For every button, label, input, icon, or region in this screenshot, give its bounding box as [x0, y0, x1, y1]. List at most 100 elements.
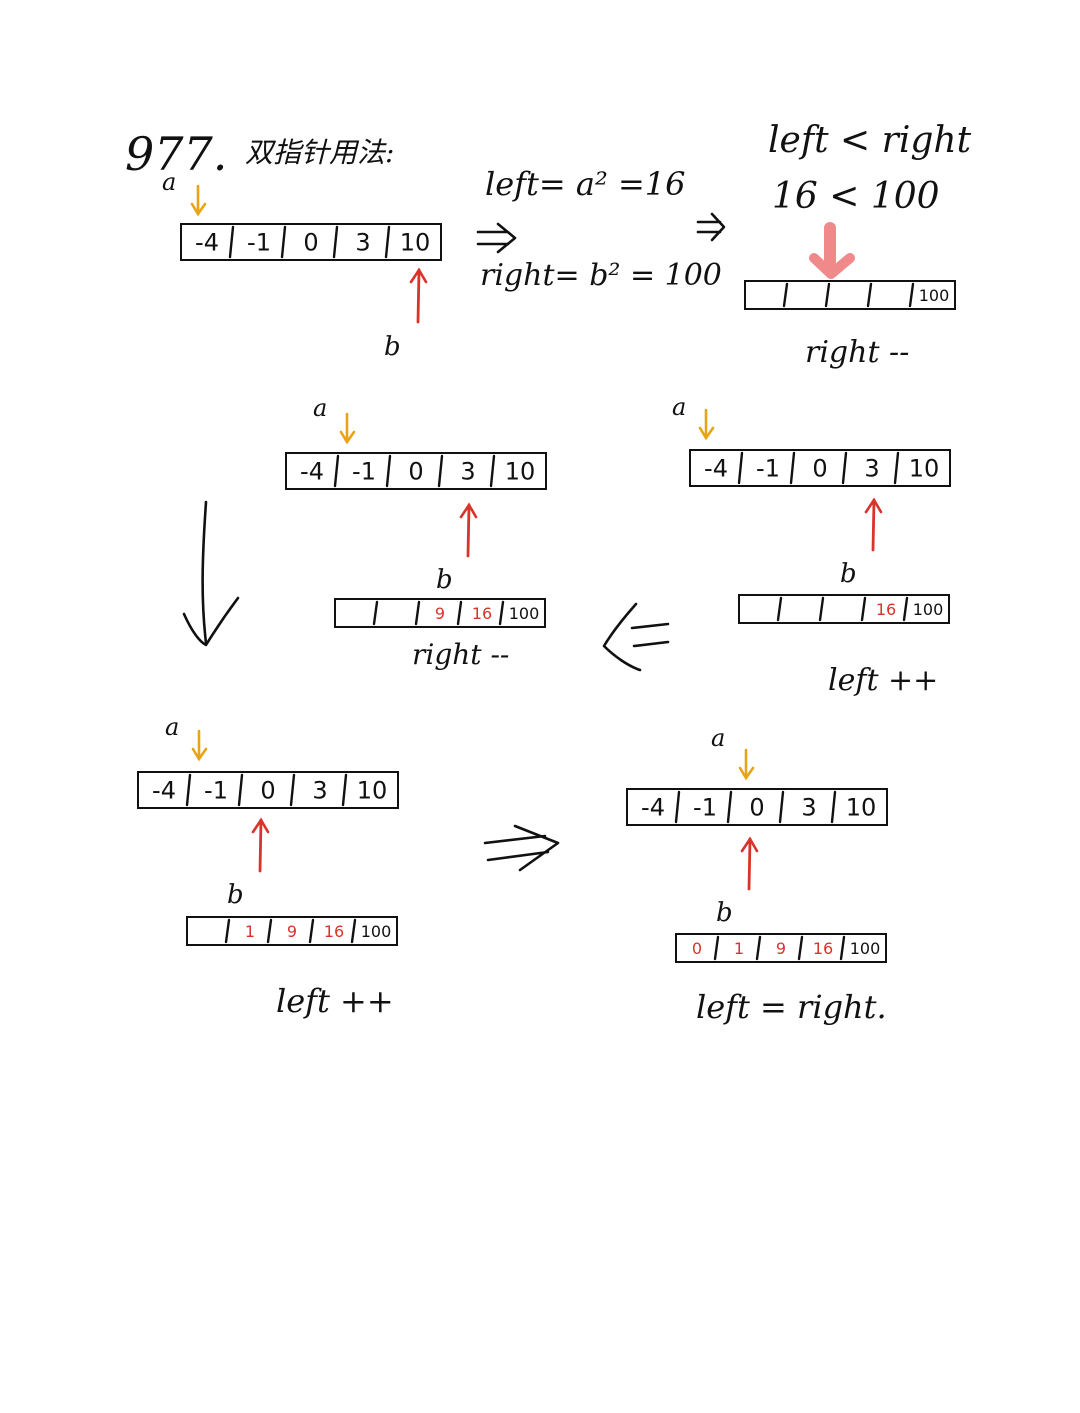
pointer-b-arrowhead — [864, 497, 883, 514]
source-array-initial-divider — [280, 225, 287, 259]
source-array-step4-cell: 10 — [357, 777, 388, 805]
source-array-step5-cell: -4 — [641, 794, 665, 822]
step4-label: left ++ — [276, 982, 394, 1020]
pointer-a-step4: a — [165, 713, 208, 762]
pointer-b-step3: b — [436, 502, 478, 595]
source-array-initial-frame — [180, 223, 442, 261]
pointer-b-arrow — [871, 498, 876, 552]
source-array-step3-divider — [385, 454, 392, 488]
pointer-a-arrowhead — [191, 747, 208, 762]
pointer-b-label: b — [227, 880, 244, 910]
source-array-step2-cell: -1 — [756, 455, 780, 483]
pointer-b-arrow — [416, 268, 421, 324]
pointer-a-label: a — [165, 713, 179, 741]
source-array-step2: -4 -1 0 3 10 — [689, 449, 951, 487]
result-array-step3-divider — [456, 600, 463, 626]
pointer-a-step3: a — [313, 394, 356, 445]
source-array-step4-frame — [137, 771, 399, 809]
pointer-b-arrow — [466, 503, 471, 558]
result-array-step4-divider — [308, 918, 315, 944]
source-array-step3-divider — [437, 454, 444, 488]
source-array-step4-cell: 3 — [312, 777, 327, 805]
result-array-step2-cell: 16 — [876, 600, 896, 619]
source-array-step3-cell: 0 — [408, 458, 423, 486]
result-array-step4-divider — [266, 918, 273, 944]
result-array-step2-divider — [860, 596, 867, 622]
pointer-b-arrow — [747, 837, 752, 891]
result-array-step5-cell: 16 — [813, 939, 833, 958]
source-array-step2-cell: 0 — [812, 455, 827, 483]
result-array-step4-divider — [224, 918, 231, 944]
source-array-initial-cell: 10 — [400, 229, 431, 257]
pointer-a-step5: a — [711, 724, 755, 781]
source-array-initial-divider — [332, 225, 339, 259]
step3-label: right -- — [412, 638, 509, 671]
source-array-step5-cell: 10 — [846, 794, 877, 822]
source-array-step3-cell: -1 — [352, 458, 376, 486]
result-array-step1-divider — [866, 282, 873, 308]
source-array-step4-cell: -1 — [204, 777, 228, 805]
source-array-step2-divider — [789, 451, 796, 485]
pointer-b-arrowhead — [251, 817, 270, 834]
pointer-a-arrowhead — [190, 202, 207, 217]
source-array-step5-divider — [830, 790, 837, 824]
pointer-a-step2: a — [672, 393, 715, 441]
pointer-a-label: a — [711, 724, 725, 752]
result-array-step2: 16 100 — [738, 594, 950, 624]
problem-number: 977. — [125, 127, 227, 181]
source-array-step2-cell: -4 — [704, 455, 728, 483]
highlight-arrow — [809, 222, 855, 279]
implies-arrow-3 — [483, 824, 560, 872]
source-array-initial-cell: -1 — [247, 229, 271, 257]
result-array-step4-frame — [186, 916, 398, 946]
source-array-step2-frame — [689, 449, 951, 487]
source-array-initial-cell: -4 — [195, 229, 219, 257]
result-array-step5-frame — [675, 933, 887, 963]
pointer-a-label: a — [313, 394, 327, 422]
pointer-b-step5: b — [716, 836, 759, 928]
source-array-step2-cell: 3 — [864, 455, 879, 483]
formula-left: left= a² =16 — [485, 165, 685, 203]
result-array-step1-divider — [908, 282, 915, 308]
pointer-b-arrow — [258, 818, 263, 873]
compare-top: left < right — [768, 120, 972, 161]
result-array-step3-divider — [498, 600, 505, 626]
pointer-a-label: a — [672, 393, 686, 421]
result-array-step5-divider — [797, 935, 804, 961]
result-array-step3-divider — [372, 600, 379, 626]
pointer-b-initial: b — [384, 267, 428, 362]
pointer-b-label: b — [436, 565, 453, 595]
result-array-step4-divider — [350, 918, 357, 944]
flow-down-arrow — [182, 500, 240, 647]
source-array-step4-divider — [185, 773, 192, 807]
result-array-step2-divider — [902, 596, 909, 622]
source-array-step3-cell: -4 — [300, 458, 324, 486]
result-array-step5-divider — [755, 935, 762, 961]
result-array-step3-cell: 9 — [435, 604, 445, 623]
source-array-initial-divider — [384, 225, 391, 259]
source-array-step5-cell: 0 — [749, 794, 764, 822]
result-array-step3-frame — [334, 598, 546, 628]
pointer-b-arrowhead — [459, 502, 478, 519]
source-array-step2-divider — [893, 451, 900, 485]
result-array-step5-divider — [713, 935, 720, 961]
result-array-step3-cell: 100 — [509, 604, 540, 623]
compare-bottom: 16 < 100 — [772, 176, 940, 217]
source-array-initial-divider — [228, 225, 235, 259]
source-array-step5-cell: -1 — [693, 794, 717, 822]
pointer-b-label: b — [840, 559, 857, 589]
source-array-step4-divider — [341, 773, 348, 807]
result-array-step3-divider — [414, 600, 421, 626]
source-array-step4-cell: -4 — [152, 777, 176, 805]
source-array-step3-divider — [333, 454, 340, 488]
source-array-step2-cell: 10 — [909, 455, 940, 483]
source-array-step2-divider — [737, 451, 744, 485]
result-array-step2-cell: 100 — [913, 600, 944, 619]
